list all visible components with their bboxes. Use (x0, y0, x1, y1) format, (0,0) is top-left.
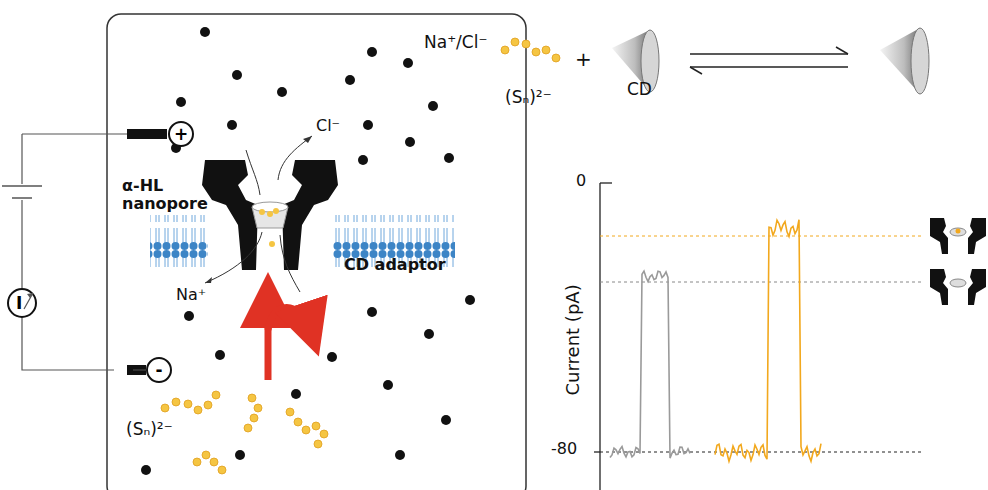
text-label: Na⁺/Cl⁻ (424, 33, 487, 52)
ammeter-symbol: I (7, 288, 37, 318)
terminal-sign: - (155, 362, 162, 379)
electrode-terminal: - (146, 357, 172, 383)
text-label: CD (627, 80, 652, 99)
circuit-wire (22, 318, 146, 370)
text-label: α-HL nanopore (122, 177, 202, 212)
text-label: Cl⁻ (316, 117, 340, 135)
axis-title: Current (pA) (563, 284, 583, 395)
text-label: + (575, 48, 592, 70)
text-label: 0 (576, 172, 586, 190)
text-label: CD adaptor (344, 256, 446, 274)
terminal-sign: I (16, 295, 22, 312)
text-label: (Sₙ)²⁻ (126, 420, 173, 439)
electrode-terminal: + (168, 121, 194, 147)
text-label: (Sₙ)²⁻ (505, 88, 552, 107)
text-label: -80 (551, 440, 577, 458)
terminal-sign: + (174, 126, 188, 143)
text-label: Na⁺ (176, 286, 206, 304)
